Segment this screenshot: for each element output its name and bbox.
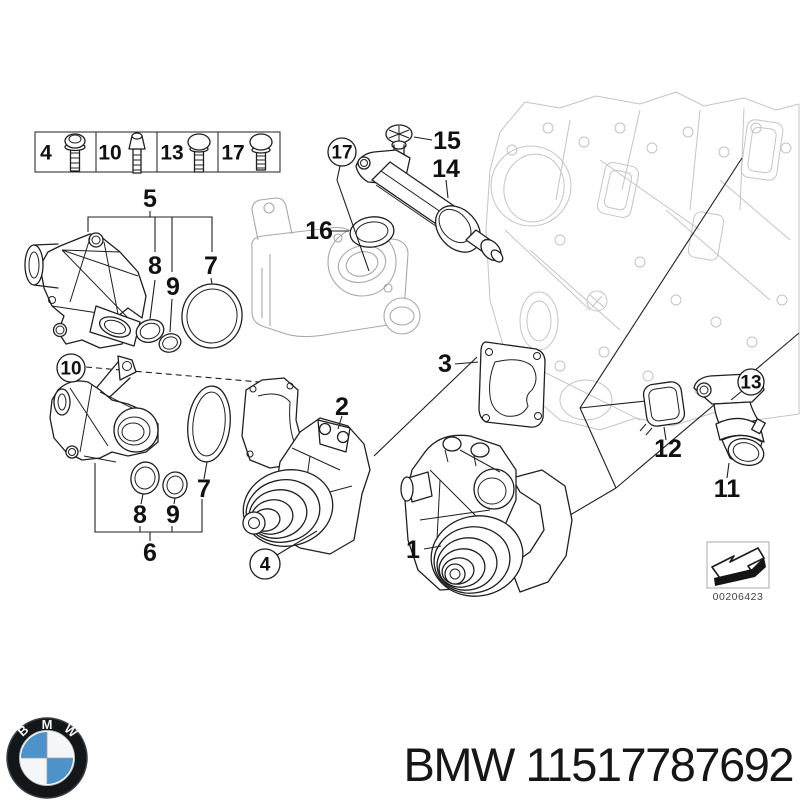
o-ring-9b-drawing (162, 471, 188, 499)
gasket-12-drawing (639, 381, 686, 436)
callout-12: 12 (654, 435, 682, 463)
svg-text:M: M (42, 717, 53, 732)
coolant-housing-faint-drawing (251, 197, 421, 338)
bmw-roundel-quadrants (21, 732, 73, 784)
etk-arrow-icon (711, 547, 766, 586)
callout-9a: 9 (166, 273, 180, 301)
table-ref-13: 13 (160, 142, 183, 165)
leader-3 (454, 361, 479, 365)
leader-11 (726, 462, 730, 479)
stamp-box: 00206423 (706, 541, 770, 603)
svg-text:13: 13 (740, 373, 761, 394)
callout-9b: 9 (166, 501, 180, 529)
bracket-6 (94, 461, 208, 541)
callout-7a: 7 (204, 252, 218, 280)
table-ref-17: 17 (221, 142, 244, 165)
callout-5: 5 (143, 185, 157, 213)
callout-1: 1 (406, 536, 420, 564)
gasket-7b-drawing (187, 385, 231, 463)
dashed-leader-bolt10 (85, 366, 272, 384)
table-ref-4: 4 (40, 142, 52, 165)
torx-stud-icon (128, 132, 146, 174)
callout-14: 14 (432, 155, 460, 183)
table-ref-10: 10 (98, 142, 121, 165)
connector-11-drawing (693, 373, 766, 467)
stamp-code: 00206423 (713, 591, 764, 603)
leader-12 (663, 426, 667, 441)
leader-15 (413, 136, 433, 141)
svg-text:10: 10 (60, 359, 81, 380)
fastener-table: 4 10 13 17 (34, 131, 281, 174)
callout-8b: 8 (133, 501, 147, 529)
o-ring-8b-drawing (130, 461, 160, 495)
circled-callout-13: 13 (730, 368, 765, 401)
bracket-5 (87, 211, 213, 333)
callout-3: 3 (438, 350, 452, 378)
callout-11: 11 (714, 475, 741, 503)
pan-head-bolt-icon (249, 133, 273, 171)
bmw-roundel-logo: B M W (6, 717, 88, 799)
flange-bolt-icon (64, 133, 86, 172)
location-leader-lines (85, 157, 800, 519)
svg-text:4: 4 (260, 555, 271, 576)
gasket-3-drawing (478, 341, 546, 428)
water-pump-1-drawing (400, 434, 573, 597)
water-pump-2-drawing (241, 377, 371, 555)
o-ring-8a-drawing (135, 319, 165, 343)
callout-15: 15 (433, 127, 461, 155)
circled-callout-10: 10 (56, 353, 86, 383)
pan-head-bolt-icon (187, 133, 211, 173)
callout-8a: 8 (148, 252, 162, 280)
gasket-7a-drawing (181, 283, 243, 349)
thermostat-housing-2-drawing (49, 355, 159, 463)
callout-6: 6 (143, 539, 157, 567)
vent-pipe-assembly-drawing (355, 124, 504, 263)
leader-14 (445, 179, 449, 199)
circled-callout-4: 4 (249, 530, 318, 580)
callout-7b: 7 (197, 475, 211, 503)
leader-2 (337, 415, 343, 430)
circled-callout-17: 17 (327, 137, 370, 272)
svg-text:17: 17 (331, 143, 352, 164)
part-number-text: BMW 11517787692 (404, 738, 793, 791)
callout-2: 2 (335, 393, 349, 421)
leader-1 (423, 545, 442, 550)
callout-16: 16 (305, 217, 333, 245)
o-ring-9a-drawing (158, 333, 182, 353)
thermostat-housing-drawing (24, 232, 147, 349)
